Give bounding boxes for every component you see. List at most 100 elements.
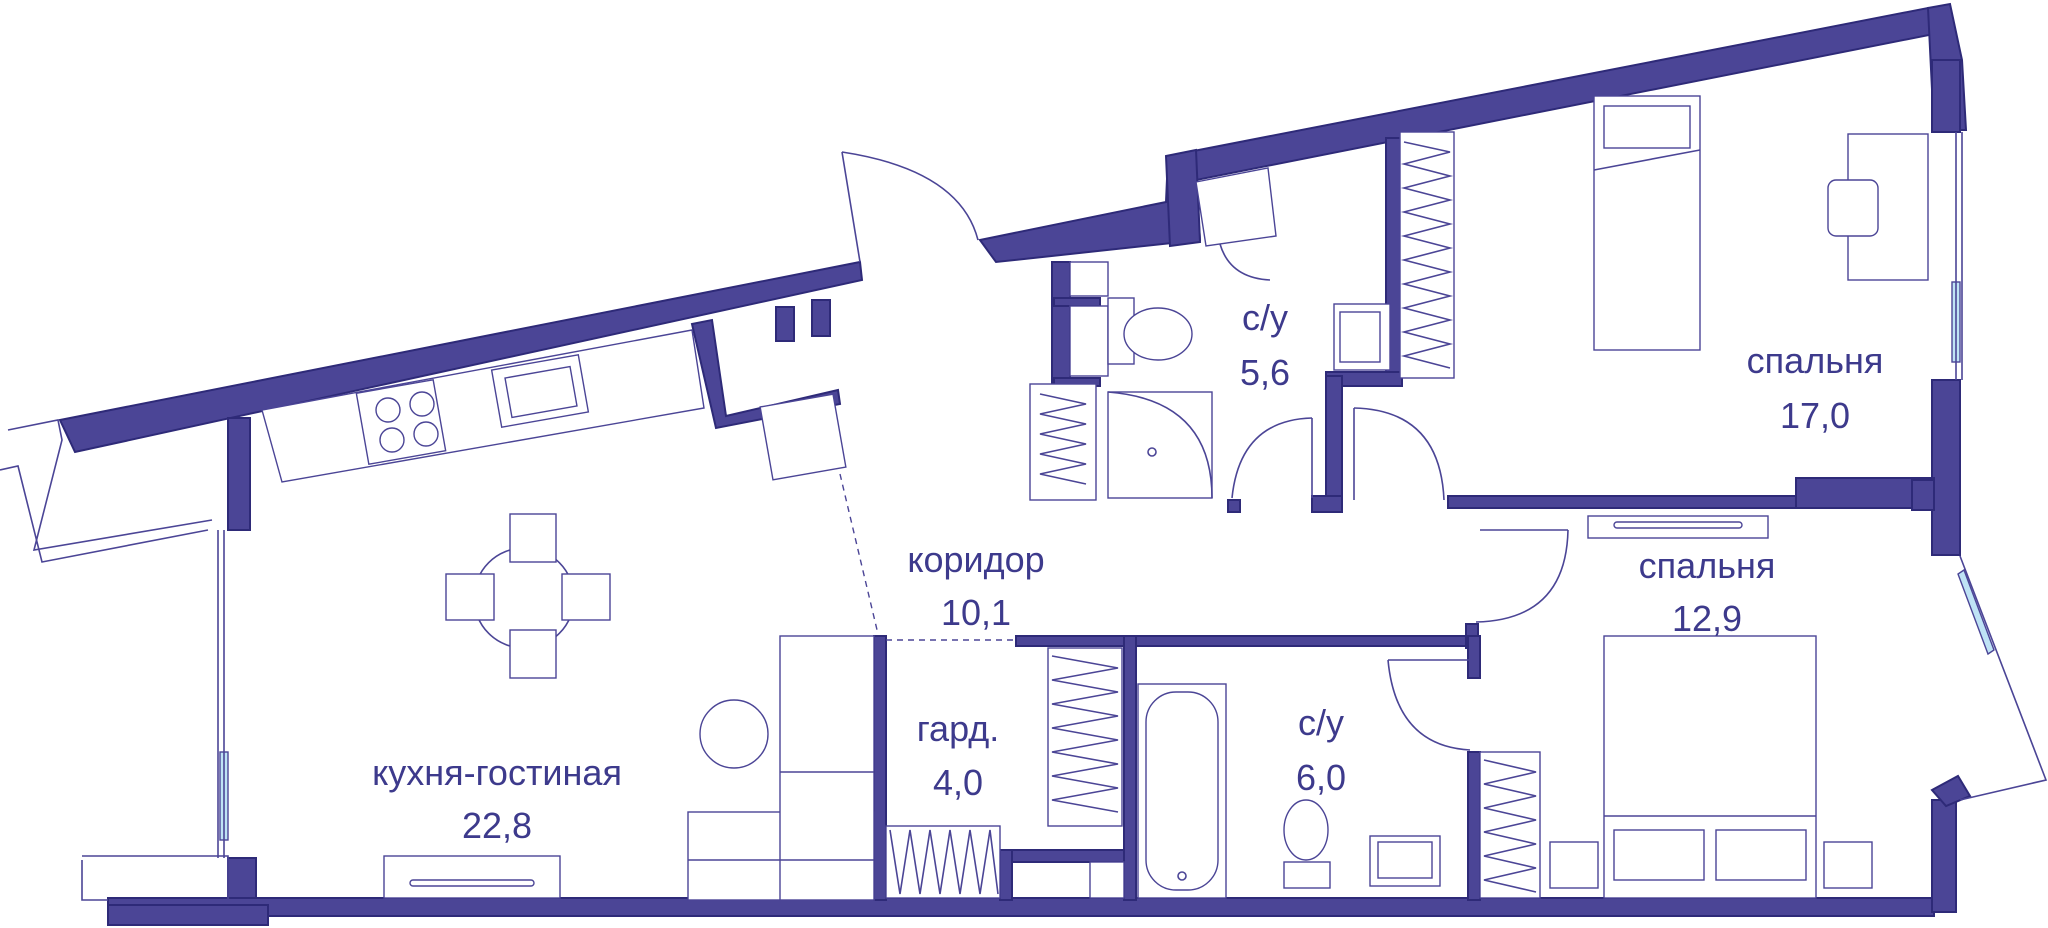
wall-bath1-divider <box>1053 297 1101 307</box>
label-corridor-area: 10,1 <box>941 592 1011 633</box>
balcony-left-bottom2 <box>81 860 108 901</box>
bath1-top-cabinet <box>1195 167 1277 247</box>
label-bath1-area: 5,6 <box>1240 352 1290 393</box>
bath1-sink-bowl <box>1339 311 1381 363</box>
toilet2-tank <box>1283 861 1331 889</box>
burner-4 <box>413 421 439 447</box>
label-bedroom2-name: спальня <box>1639 545 1776 586</box>
fridge <box>759 393 847 481</box>
kitchen-sink-bowl <box>504 365 578 419</box>
chair-top <box>509 513 557 563</box>
wall-wardrobe-left <box>873 635 887 901</box>
blanket-bedroom1 <box>1593 149 1701 171</box>
pillow-bedroom2-right <box>1715 829 1807 881</box>
bath1-door-arc <box>1231 417 1313 499</box>
label-kitchen-living-name: кухня-гостиная <box>372 752 622 793</box>
label-bedroom1-name: спальня <box>1747 340 1884 381</box>
shower-arc <box>1107 391 1213 499</box>
label-bath1-name: с/у <box>1242 297 1288 338</box>
bath1-cabinet <box>1029 383 1097 501</box>
wall-right-angled <box>1930 774 1972 808</box>
label-wardrobe-name: гард. <box>917 708 1000 749</box>
wardrobe-cabinet-bottom <box>885 825 1001 899</box>
bath1-cabinet-arc <box>1219 243 1271 281</box>
tv <box>409 879 535 887</box>
burner-3 <box>379 427 405 453</box>
kitchen <box>261 329 879 901</box>
wall-bath2-top-right <box>1467 635 1481 679</box>
bath1 <box>1029 167 1391 501</box>
wall-wardrobe-inner2 <box>999 849 1013 901</box>
wall-left-lower <box>227 857 257 901</box>
label-bath2-area: 6,0 <box>1296 757 1346 798</box>
bath2-door-arc <box>1387 659 1471 751</box>
bath2 <box>1137 659 1471 899</box>
balcony-left-inner <box>0 465 209 563</box>
bathtub-inner <box>1145 691 1219 891</box>
wardrobe-zigzag-bottom <box>889 829 999 895</box>
bath2-sink-bowl <box>1377 841 1433 879</box>
toilet2-bowl <box>1283 799 1329 861</box>
tv-stand <box>383 855 561 899</box>
wall-kitchen-top <box>58 260 864 454</box>
bath1-zigzag <box>1039 393 1087 485</box>
wall-wardrobe-bath2 <box>1123 635 1137 901</box>
label-bedroom1-area: 17,0 <box>1780 395 1850 436</box>
bathtub-drain <box>1177 871 1187 881</box>
wall-top-middle <box>978 6 1936 264</box>
wall-right-stub <box>1931 59 1961 133</box>
label-bedroom2-area: 12,9 <box>1672 598 1742 639</box>
shower <box>1107 391 1213 499</box>
wall-bath1-bottom <box>1227 499 1241 513</box>
wall-wardrobe-inner <box>999 849 1125 863</box>
wall-niche-right <box>775 306 795 342</box>
wall-bath2-bedroom2 <box>1467 751 1481 901</box>
bedroom1 <box>1353 95 1929 539</box>
label-kitchen-living-area: 22,8 <box>462 805 532 846</box>
wall-corridor-bottom <box>1015 635 1473 647</box>
label-wardrobe-area: 4,0 <box>933 762 983 803</box>
shelf-bath1 <box>1069 261 1109 297</box>
wardrobe-room <box>885 647 1125 899</box>
wall-bottom-left-cap <box>107 904 269 926</box>
shower-drain <box>1147 447 1157 457</box>
burner-2 <box>409 391 435 417</box>
chair-bottom <box>509 629 557 679</box>
toilet-bowl <box>1123 307 1193 361</box>
entry-door-arc <box>841 151 979 241</box>
burner-1 <box>375 397 401 423</box>
wardrobe-zigzag-right <box>1051 655 1119 813</box>
sofa-arm <box>779 635 875 901</box>
wall-right-lower <box>1931 799 1957 913</box>
label-bath2-name: с/у <box>1298 702 1344 743</box>
chair-left <box>445 573 495 621</box>
walls <box>58 2 1972 926</box>
toilet-tank <box>1107 297 1135 365</box>
wardrobe-bedroom1 <box>1399 131 1455 379</box>
wall-top-middle-ext <box>1164 148 1202 248</box>
wall-right-mid <box>1931 379 1961 556</box>
window-right-lower <box>1957 568 1995 656</box>
wall-niche-right2 <box>811 299 831 337</box>
wall-bath1-bottom2 <box>1311 495 1343 513</box>
bedroom2-door-arc <box>1475 529 1569 623</box>
wardrobe-shelf <box>1089 861 1125 899</box>
nightstand-left <box>1549 841 1599 889</box>
chair-right <box>561 573 611 621</box>
entry <box>841 151 1016 641</box>
wall-bedrooms <box>1447 495 1799 509</box>
nightstand-right <box>1823 841 1873 889</box>
entry-door-leaf <box>841 151 861 263</box>
wall-bottom <box>107 897 1935 917</box>
washer <box>1069 305 1109 377</box>
desk-chair <box>1827 179 1879 237</box>
pillow-bedroom1 <box>1603 105 1691 149</box>
bedroom2 <box>1475 529 1873 899</box>
wall-bath1-right-lower <box>1325 375 1343 513</box>
windows <box>0 132 2048 901</box>
pillow-bedroom2-left <box>1613 829 1705 881</box>
cooktop <box>355 378 447 466</box>
wall-bedrooms-right2 <box>1911 479 1935 511</box>
tv-bedroom1-screen <box>1613 521 1743 529</box>
